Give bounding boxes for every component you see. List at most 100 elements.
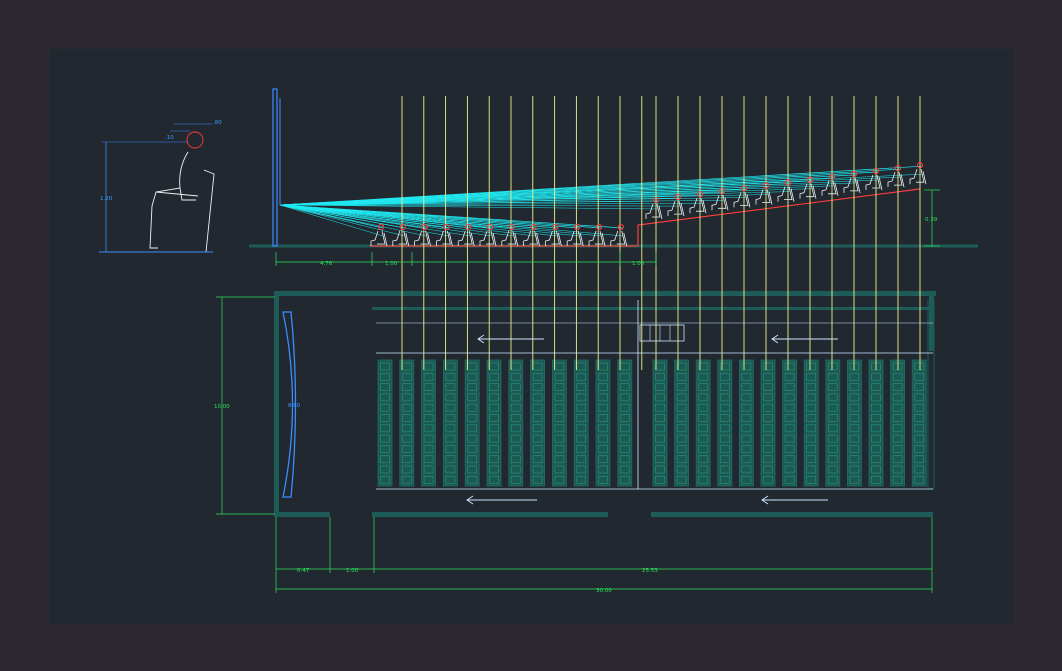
sight-ray — [279, 173, 923, 206]
viewer-body — [566, 230, 584, 247]
seat — [676, 434, 687, 443]
seat — [619, 414, 630, 422]
seat — [655, 475, 665, 484]
seat — [489, 393, 499, 402]
viewer-head — [377, 223, 385, 231]
viewer-head — [421, 223, 428, 231]
seat — [719, 393, 730, 402]
seat — [598, 445, 608, 453]
seat-column — [508, 359, 524, 487]
seat — [510, 465, 521, 474]
seat-column-outline — [464, 359, 480, 487]
seat — [784, 414, 795, 422]
seat — [676, 445, 687, 453]
seat — [784, 383, 795, 391]
seat-column — [399, 359, 415, 487]
viewer-head — [443, 223, 450, 231]
sight-ray — [279, 176, 901, 206]
viewer-head — [552, 223, 559, 231]
sight-ray — [279, 204, 681, 207]
seat — [827, 372, 838, 381]
seat — [467, 393, 478, 402]
viewer-body — [392, 230, 410, 247]
first-row-label: 1.00 — [385, 261, 398, 267]
seat — [423, 383, 434, 391]
seat — [698, 393, 709, 402]
seat — [380, 475, 390, 484]
section-screen — [272, 88, 278, 247]
wall-segment — [274, 291, 936, 296]
wall-segment — [372, 307, 931, 310]
seat — [676, 362, 687, 371]
seat — [914, 455, 925, 464]
seat — [914, 445, 925, 453]
seat — [401, 475, 412, 484]
figure-head-offset-label: .80 — [213, 120, 222, 126]
seat — [827, 403, 838, 412]
seat-column-outline — [695, 359, 711, 487]
seat — [827, 424, 838, 433]
seat — [598, 455, 608, 464]
seat — [489, 414, 499, 422]
seat — [914, 383, 925, 391]
seat-column — [421, 359, 437, 487]
seat — [380, 362, 390, 371]
viewer-head — [486, 223, 494, 231]
seat — [698, 455, 709, 464]
seat — [914, 424, 925, 433]
seat — [784, 393, 795, 402]
seat — [510, 445, 521, 453]
seat-column-outline — [595, 359, 611, 487]
seat — [619, 383, 630, 391]
seat — [510, 455, 521, 464]
viewer-head — [617, 223, 624, 231]
seat — [445, 424, 456, 433]
seat — [423, 475, 434, 484]
viewer-body — [909, 169, 927, 185]
seat — [598, 465, 608, 474]
seat — [849, 424, 860, 433]
viewer — [887, 165, 905, 188]
seat — [719, 434, 730, 443]
seat — [510, 475, 521, 484]
seat — [849, 372, 860, 381]
viewer-head — [652, 196, 660, 204]
seat-column — [868, 359, 884, 487]
seat-column-outline — [890, 359, 905, 487]
viewer — [821, 173, 839, 196]
seat — [532, 455, 543, 464]
seat-column — [552, 359, 567, 487]
seat — [532, 372, 543, 381]
seat — [576, 372, 587, 381]
seat — [784, 362, 795, 371]
viewer-head — [828, 173, 836, 180]
seat — [467, 383, 478, 391]
viewer-head — [916, 162, 924, 169]
screen-distance-label: 4.76 — [320, 261, 333, 267]
sight-ray — [279, 204, 623, 237]
stair-symbol — [639, 324, 685, 342]
seat — [532, 434, 543, 443]
seat-column-outline — [825, 359, 841, 487]
seat — [380, 403, 390, 412]
viewer-head — [508, 223, 515, 231]
sight-ray — [279, 202, 703, 206]
seat — [806, 383, 817, 391]
seat — [655, 414, 665, 422]
seat-column-outline — [617, 359, 633, 487]
arrow-icon — [771, 334, 838, 344]
seat — [467, 414, 478, 422]
seat — [827, 393, 838, 402]
seat — [380, 393, 390, 402]
seat — [619, 465, 630, 474]
seat — [914, 434, 925, 443]
seat — [380, 383, 390, 391]
viewer-body — [479, 230, 497, 247]
seat — [445, 465, 456, 474]
seat — [467, 475, 478, 484]
seat — [871, 414, 881, 422]
seat — [576, 403, 587, 412]
viewer-body — [865, 174, 883, 191]
seat — [698, 475, 709, 484]
cad-model-space[interactable] — [49, 49, 1014, 624]
